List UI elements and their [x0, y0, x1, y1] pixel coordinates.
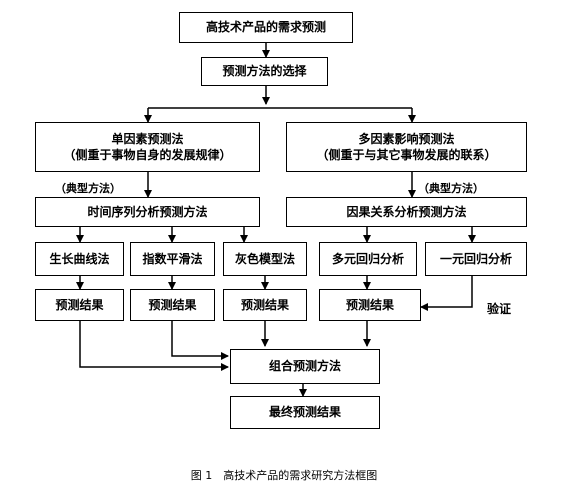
single-factor-subtitle: （侧重于事物自身的发展规律）: [63, 148, 232, 162]
node-result-1: 预测结果: [35, 289, 124, 321]
node-exp-smoothing: 指数平滑法: [130, 242, 215, 276]
arrow-unireg-verify: [420, 276, 473, 311]
node-result-3: 预测结果: [223, 289, 307, 321]
node-single-factor: 单因素预测法 （侧重于事物自身的发展规律）: [35, 122, 260, 172]
node-top: 高技术产品的需求预测: [179, 12, 353, 43]
node-result-2: 预测结果: [130, 289, 215, 321]
node-multi-regression: 多元回归分析: [319, 242, 417, 276]
label-typical-left: （典型方法）: [55, 182, 121, 195]
node-causal: 因果关系分析预测方法: [286, 197, 527, 227]
node-growth-curve: 生长曲线法: [35, 242, 124, 276]
arrow-result2-to-combo: [171, 321, 229, 360]
node-grey-model: 灰色模型法: [223, 242, 307, 276]
node-result-4: 预测结果: [319, 289, 421, 321]
multi-factor-subtitle: （侧重于与其它事物发展的联系）: [316, 148, 497, 162]
node-multi-factor: 多因素影响预测法 （侧重于与其它事物发展的联系）: [286, 122, 527, 172]
node-method-selection: 预测方法的选择: [201, 57, 328, 86]
node-final-result: 最终预测结果: [230, 396, 380, 429]
node-time-series: 时间序列分析预测方法: [35, 197, 260, 227]
arrow-result1-to-combo: [79, 321, 229, 371]
node-combination: 组合预测方法: [230, 349, 380, 384]
node-uni-regression: 一元回归分析: [425, 242, 527, 276]
label-verify: 验证: [487, 302, 512, 316]
figure-caption: 图 1 高技术产品的需求研究方法框图: [190, 469, 378, 482]
multi-factor-title: 多因素影响预测法: [358, 131, 455, 146]
label-typical-right: （典型方法）: [418, 182, 484, 195]
single-factor-title: 单因素预测法: [111, 131, 184, 146]
